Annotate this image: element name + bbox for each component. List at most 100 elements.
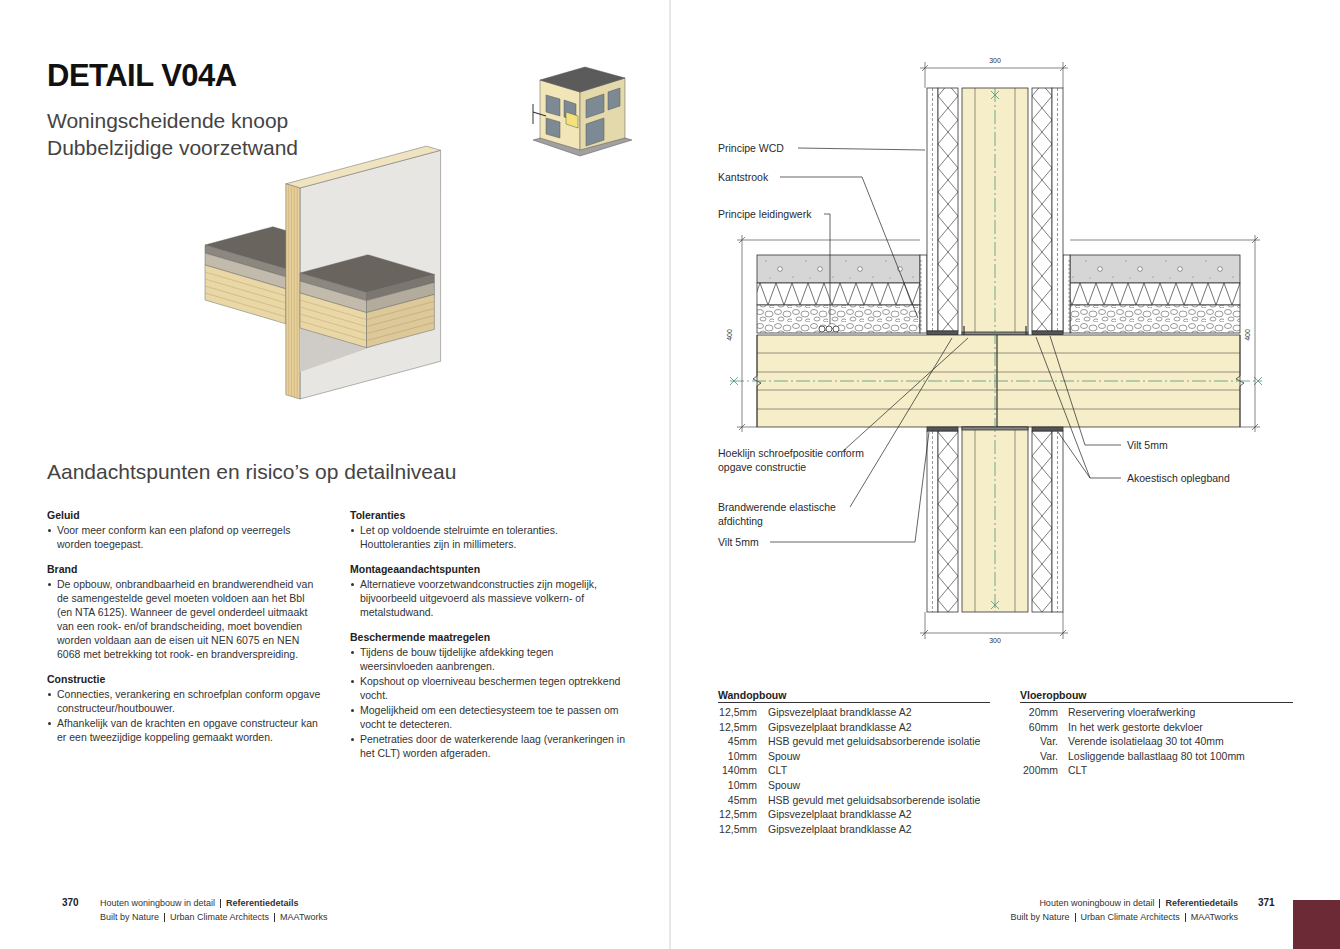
table-cell: Spouw xyxy=(768,778,800,792)
footer-text: MAATworks xyxy=(280,911,327,923)
callout-label: Brandwerende elastische afdichting xyxy=(718,500,853,528)
table-rule xyxy=(718,702,990,703)
isometric-node xyxy=(205,146,441,399)
table-cell: Spouw xyxy=(768,749,800,763)
table-cell: Reservering vloerafwerking xyxy=(1068,705,1195,719)
table-cell: 12,5mm xyxy=(714,822,757,836)
bullet-text: Connecties, verankering en schroefplan c… xyxy=(57,687,322,715)
separator-bar xyxy=(1185,913,1186,922)
separator-bar xyxy=(1075,913,1076,922)
bullet-dot xyxy=(351,529,354,532)
footer-text: Referentiedetails xyxy=(1165,897,1238,909)
footer-text: Built by Nature xyxy=(1011,911,1070,923)
section-heading: Beschermende maatregelen xyxy=(350,630,625,644)
separator-bar xyxy=(220,899,221,908)
page-fold xyxy=(670,0,671,949)
bullet-dot xyxy=(48,722,51,725)
bullet-text: Penetraties door de waterkerende laag (v… xyxy=(360,732,625,760)
table-cell: Gipsvezelplaat brandklasse A2 xyxy=(768,807,912,821)
footer-line: Built by Nature Urban Climate Architects M… xyxy=(100,911,327,923)
table-cell: 10mm xyxy=(714,778,757,792)
section-detail xyxy=(753,88,1244,612)
footer-text: Houten woningbouw in detail xyxy=(100,897,215,909)
bullet-dot xyxy=(48,693,51,696)
callout-label: Vilt 5mm xyxy=(718,535,759,549)
bullet-dot xyxy=(48,583,51,586)
bullet-text: Kopshout op vloerniveau beschermen tegen… xyxy=(360,674,625,702)
table-cell: 12,5mm xyxy=(714,807,757,821)
dimension: 300 xyxy=(983,57,1007,65)
subtitle: Woningscheidende knoop xyxy=(47,108,288,134)
footer-line: Houten woningbouw in detailReferentiedet… xyxy=(1039,897,1238,909)
table-cell: In het werk gestorte dekvloer xyxy=(1068,720,1203,734)
separator-bar xyxy=(164,913,165,922)
separator-bar xyxy=(1159,899,1160,908)
bullet-text: Afhankelijk van de krachten en opgave co… xyxy=(57,716,322,744)
table-heading: Vloeropbouw xyxy=(1020,688,1087,702)
bullet-text: Let op voldoende stelruimte en toleranti… xyxy=(360,523,625,551)
footer-text: Urban Climate Architects xyxy=(1081,911,1180,923)
table-cell: 12,5mm xyxy=(714,705,757,719)
callout-label: Principe WCD xyxy=(718,141,784,155)
bullet-dot xyxy=(48,529,51,532)
table-cell: 200mm xyxy=(1016,763,1058,777)
table-cell: Gipsvezelplaat brandklasse A2 xyxy=(768,705,912,719)
corner-tab xyxy=(1293,900,1340,949)
table-rule xyxy=(1020,702,1293,703)
dimension: 400 xyxy=(726,323,734,347)
bullet-text: Tijdens de bouw tijdelijke afdekking teg… xyxy=(360,645,625,673)
section-heading: Montageaandachtspunten xyxy=(350,562,625,576)
table-cell: 45mm xyxy=(714,793,757,807)
callout-label: Kantstrook xyxy=(718,170,768,184)
table-cell: CLT xyxy=(1068,763,1087,777)
dimension-lines xyxy=(737,62,1260,639)
table-cell: 45mm xyxy=(714,734,757,748)
table-cell: Gipsvezelplaat brandklasse A2 xyxy=(768,720,912,734)
page-number: 370 xyxy=(62,897,79,909)
table-cell: Var. xyxy=(1016,749,1058,763)
bullet-text: Mogelijkheid om een detectiesysteem toe … xyxy=(360,703,625,731)
page-title: DETAIL V04A xyxy=(47,58,237,94)
footer-text: Urban Climate Architects xyxy=(170,911,269,923)
table-cell: Var. xyxy=(1016,734,1058,748)
callout-label: Akoestisch oplegband xyxy=(1127,471,1230,485)
dimension: 300 xyxy=(983,637,1007,645)
footer-text: Referentiedetails xyxy=(226,897,299,909)
table-cell: 10mm xyxy=(714,749,757,763)
bullet-dot xyxy=(351,680,354,683)
footer-line: Built by NatureUrban Climate ArchitectsM… xyxy=(1011,911,1238,923)
bullet-dot xyxy=(351,583,354,586)
table-cell: HSB gevuld met geluidsabsorberende isola… xyxy=(768,734,980,748)
dimension: 400 xyxy=(1244,323,1252,347)
footer-text: Built by Nature xyxy=(100,911,159,923)
table-cell: Verende isolatielaag 30 tot 40mm xyxy=(1068,734,1224,748)
table-cell: 12,5mm xyxy=(714,720,757,734)
bullet-dot xyxy=(351,709,354,712)
table-cell: CLT xyxy=(768,763,787,777)
leader-lines xyxy=(770,148,1121,542)
bullet-dot xyxy=(351,651,354,654)
table-heading: Wandopbouw xyxy=(718,688,786,702)
table-cell: Gipsvezelplaat brandklasse A2 xyxy=(768,822,912,836)
page-number: 371 xyxy=(1258,897,1275,909)
bullet-text: De opbouw, onbrandbaarheid en brandweren… xyxy=(57,577,322,661)
table-cell: HSB gevuld met geluidsabsorberende isola… xyxy=(768,793,980,807)
subtitle: Dubbelzijdige voorzetwand xyxy=(47,135,298,161)
building-icon xyxy=(533,67,632,156)
table-cell: 140mm xyxy=(714,763,757,777)
section-heading: Geluid xyxy=(47,508,322,522)
axis-lines xyxy=(730,88,1262,612)
bullet-text: Alternatieve voorzetwandconstructies zij… xyxy=(360,577,625,619)
section-heading: Brand xyxy=(47,562,322,576)
footer-line: Houten woningbouw in detail Referentiedet… xyxy=(100,897,299,909)
section-heading: Constructie xyxy=(47,672,322,686)
section-title: Aandachtspunten en risico’s op detailniv… xyxy=(47,459,456,485)
bullet-text: Voor meer conform kan een plafond op vee… xyxy=(57,523,322,551)
callout-label: Vilt 5mm xyxy=(1127,438,1168,452)
callout-label: Principe leidingwerk xyxy=(718,207,811,221)
separator-bar xyxy=(274,913,275,922)
table-cell: Losliggende ballastlaag 80 tot 100mm xyxy=(1068,749,1245,763)
table-cell: 20mm xyxy=(1016,705,1058,719)
table-cell: 60mm xyxy=(1016,720,1058,734)
